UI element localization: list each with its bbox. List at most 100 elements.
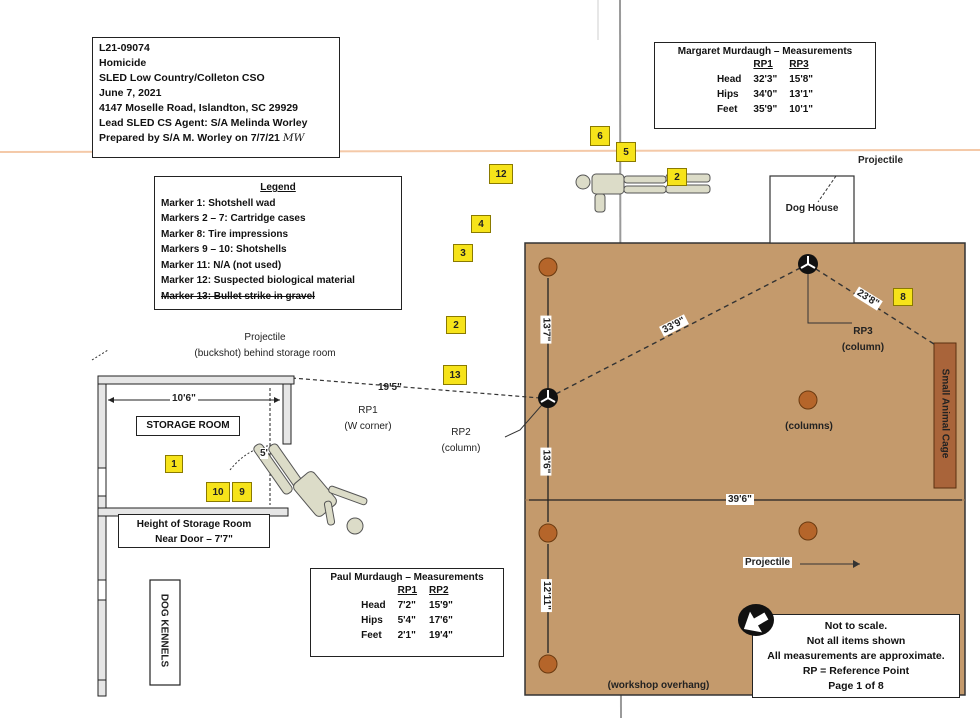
cell: 35'9" bbox=[753, 104, 778, 115]
projectile-storage-label: Projectile bbox=[244, 332, 286, 343]
north-arrow-icon bbox=[738, 604, 774, 636]
legend-item: Marker 1: Shotshell wad bbox=[161, 197, 276, 209]
column-marker bbox=[538, 257, 558, 277]
cell: 2'1" bbox=[397, 630, 416, 641]
case-number: L21-09074 bbox=[99, 42, 150, 54]
case-agent: Lead SLED CS Agent: S/A Melinda Worley bbox=[99, 117, 308, 129]
small-animal-cage bbox=[933, 342, 957, 489]
prepared-by-text: Prepared by S/A M. Worley on 7/7/21 bbox=[99, 132, 280, 144]
dist-rp1-rp2-label: 19'5" bbox=[378, 382, 402, 393]
evidence-marker-12: 12 bbox=[489, 164, 513, 184]
row-label: Head bbox=[716, 74, 742, 85]
legend-item: Marker 11: N/A (not used) bbox=[161, 259, 282, 271]
column-marker bbox=[538, 523, 558, 543]
legend-title: Legend bbox=[260, 182, 296, 193]
note-line: Not to scale. bbox=[824, 620, 888, 632]
dist-top-label: 13'7" bbox=[540, 315, 552, 344]
col-header: RP1 bbox=[397, 585, 418, 596]
cell: 5'4" bbox=[397, 615, 416, 626]
paul-measurements-title: Paul Murdaugh – Measurements bbox=[330, 572, 484, 583]
shed-width-label: 39'6" bbox=[726, 494, 754, 505]
dog-kennels bbox=[149, 579, 181, 686]
cell: 7'2" bbox=[397, 600, 416, 611]
rp1-rp2-line bbox=[291, 377, 541, 399]
case-address: 4147 Moselle Road, Islandton, SC 29929 bbox=[99, 102, 298, 114]
evidence-marker-6: 6 bbox=[590, 126, 610, 146]
evidence-marker-2: 2 bbox=[667, 168, 687, 186]
rp2-sub-label: (column) bbox=[441, 443, 481, 454]
rp1-label: RP1 bbox=[358, 405, 378, 416]
col-header: RP2 bbox=[429, 585, 449, 596]
row-label: Hips bbox=[361, 615, 383, 626]
dist-mid-label: 13'6" bbox=[540, 447, 552, 476]
notes-box: Not to scale. Not all items shown All me… bbox=[752, 614, 960, 698]
cell: 34'0" bbox=[753, 89, 778, 100]
storage-door-label: 5' bbox=[260, 448, 268, 459]
cell: 13'1" bbox=[789, 89, 814, 100]
rp3-symbol bbox=[798, 254, 818, 274]
legend-item: Markers 2 – 7: Cartridge cases bbox=[161, 213, 306, 224]
column-marker bbox=[538, 654, 558, 674]
small-animal-cage-label: Small Animal Cage bbox=[939, 368, 951, 459]
rp2-symbol bbox=[538, 388, 558, 408]
paul-measurements-box: Paul Murdaugh – Measurements RP1 RP2 Head… bbox=[310, 568, 504, 657]
rp3-sub-label: (column) bbox=[841, 342, 885, 353]
rp2-leader bbox=[504, 397, 549, 438]
evidence-marker-3: 3 bbox=[453, 244, 473, 262]
evidence-marker-13: 13 bbox=[443, 365, 467, 385]
projectile-leader bbox=[817, 175, 837, 203]
legend-item: Marker 13: Bullet strike in gravel bbox=[161, 290, 315, 302]
body-figure-margaret bbox=[575, 173, 711, 213]
rp1-sub-label: (W corner) bbox=[344, 421, 392, 432]
evidence-marker-9: 9 bbox=[232, 482, 252, 502]
rp2-label: RP2 bbox=[451, 427, 471, 438]
body-figure-paul bbox=[253, 443, 368, 535]
case-agency: SLED Low Country/Colleton CSO bbox=[99, 72, 265, 84]
dist-bottom-label: 12'11" bbox=[540, 579, 552, 612]
legend-item: Markers 9 – 10: Shotshells bbox=[161, 244, 287, 255]
dog-house-label: Dog House bbox=[785, 203, 839, 214]
cell: 10'1" bbox=[789, 104, 814, 115]
storage-room-label: STORAGE ROOM bbox=[136, 416, 240, 436]
note-line: Page 1 of 8 bbox=[828, 680, 884, 692]
case-prepared-by: Prepared by S/A M. Worley on 7/7/21 MW bbox=[99, 131, 333, 146]
columns-label: (columns) bbox=[785, 421, 833, 432]
projectile-label: Projectile bbox=[858, 155, 904, 166]
rp3-leader bbox=[807, 264, 852, 324]
dog-house bbox=[769, 175, 855, 244]
row-label: Head bbox=[361, 600, 386, 611]
evidence-marker-4: 4 bbox=[471, 215, 491, 233]
column-marker bbox=[798, 390, 818, 410]
storage-room bbox=[91, 349, 295, 697]
rp2-rp3-line bbox=[547, 263, 809, 399]
note-line: RP = Reference Point bbox=[802, 665, 910, 677]
margaret-measurements-title: Margaret Murdaugh – Measurements bbox=[677, 46, 853, 57]
storage-width-label: 10'6" bbox=[170, 393, 198, 404]
rp3-label: RP3 bbox=[853, 326, 873, 337]
row-label: Feet bbox=[361, 630, 382, 641]
column-marker bbox=[798, 521, 818, 541]
initials: MW bbox=[282, 132, 305, 144]
col-header: RP1 bbox=[753, 59, 773, 70]
storage-height-box: Height of Storage Room Near Door – 7'7" bbox=[118, 514, 270, 548]
storage-height-label: Height of Storage Room bbox=[136, 519, 252, 530]
legend-box: Legend Marker 1: Shotshell wad Markers 2… bbox=[154, 176, 402, 310]
case-type: Homicide bbox=[99, 57, 147, 69]
projectile-storage-sub: (buckshot) behind storage room bbox=[194, 348, 336, 359]
evidence-marker-2: 2 bbox=[446, 316, 466, 334]
dog-kennels-label: DOG KENNELS bbox=[158, 593, 170, 668]
note-line: All measurements are approximate. bbox=[767, 650, 945, 662]
evidence-marker-5: 5 bbox=[616, 142, 636, 162]
row-label: Feet bbox=[716, 104, 738, 115]
row-label: Hips bbox=[716, 89, 739, 100]
evidence-marker-1: 1 bbox=[165, 455, 183, 473]
col-header bbox=[355, 583, 391, 598]
col-header: RP3 bbox=[789, 59, 809, 70]
case-info-box: L21-09074 Homicide SLED Low Country/Coll… bbox=[92, 37, 340, 158]
legend-item: Marker 12: Suspected biological material bbox=[161, 275, 355, 286]
evidence-marker-8: 8 bbox=[893, 288, 913, 306]
projectile-shed-label: Projectile bbox=[743, 557, 793, 568]
